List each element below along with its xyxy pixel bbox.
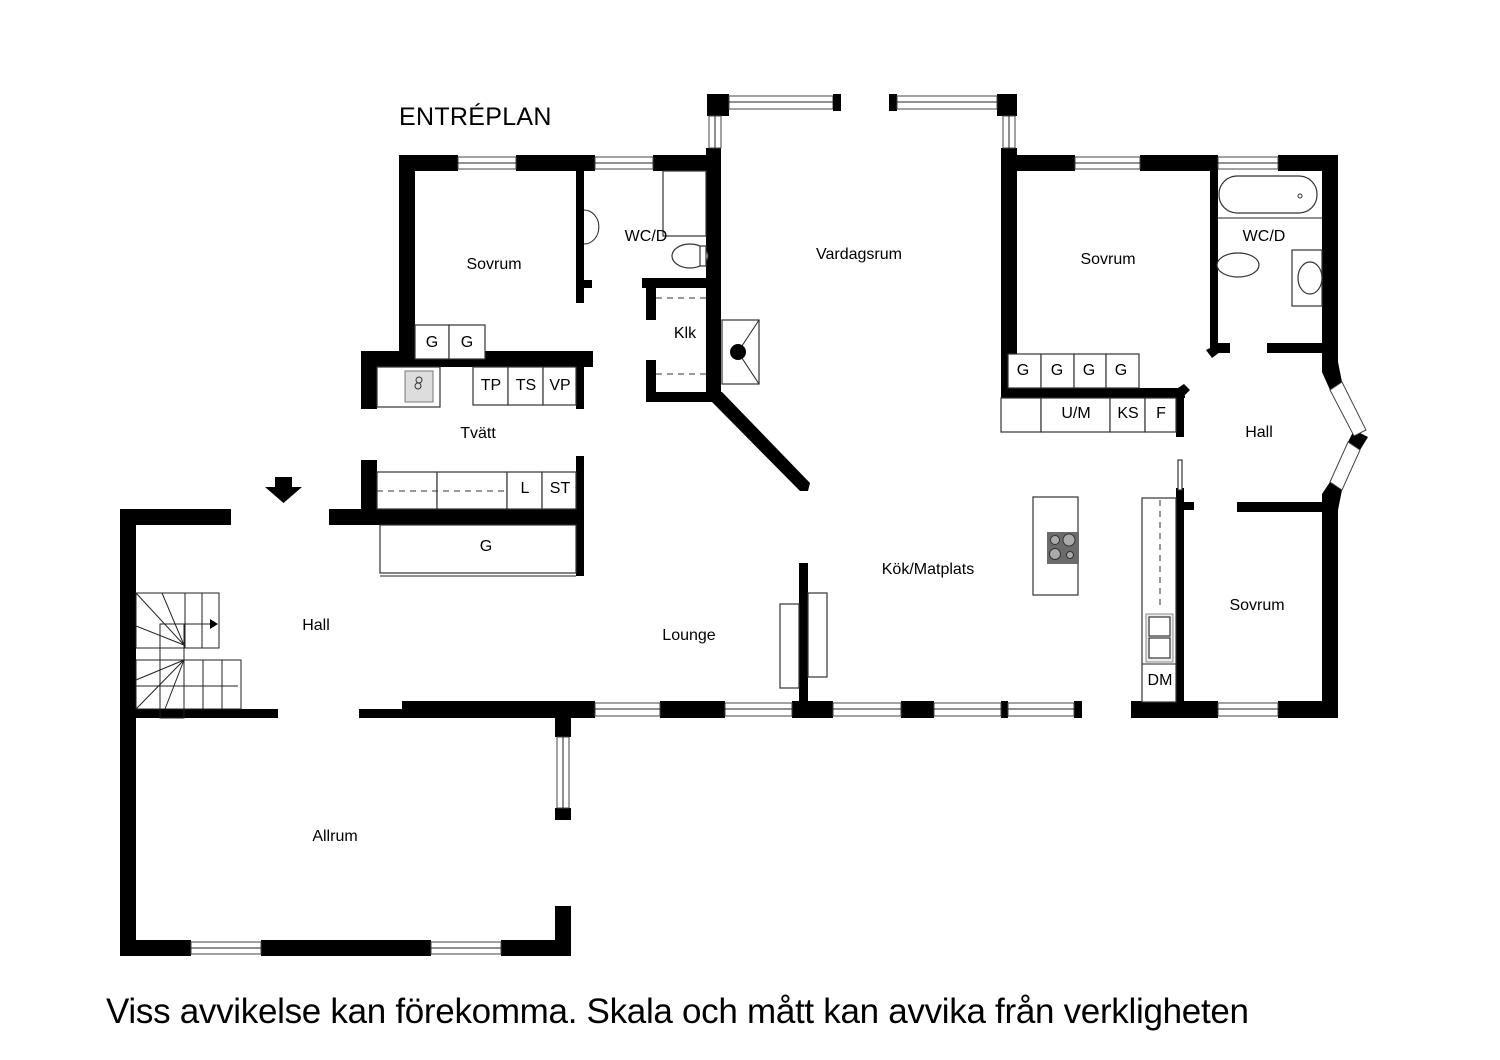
- wardrobe-label: G: [1082, 362, 1096, 379]
- staircase-icon: [135, 592, 242, 719]
- windows: [190, 94, 1367, 955]
- wardrobe-label: G: [1114, 362, 1128, 379]
- room-label-vardagsrum: Vardagsrum: [816, 246, 902, 263]
- fixture-label-l: L: [520, 480, 530, 497]
- room-label-tvatt: Tvätt: [460, 425, 496, 442]
- fixture-label-ts: TS: [515, 377, 537, 394]
- wardrobe-label: G: [460, 334, 474, 351]
- wardrobe-label: G: [1050, 362, 1064, 379]
- fixture-label-tp: TP: [480, 377, 502, 394]
- room-label-klk: Klk: [673, 325, 697, 342]
- room-label-sovrum-nw: Sovrum: [466, 256, 522, 273]
- wardrobe-label: G: [479, 538, 493, 555]
- wardrobe-label: G: [425, 334, 439, 351]
- room-label-hall-east: Hall: [1245, 424, 1273, 441]
- room-label-wcd-west: WC/D: [624, 228, 668, 245]
- room-label-lounge: Lounge: [662, 627, 716, 644]
- fireplace-icon: [730, 344, 746, 360]
- fixture-label-f: F: [1156, 405, 1166, 422]
- fixture-label-ks: KS: [1117, 405, 1139, 422]
- fixture-label-vp: VP: [549, 377, 571, 394]
- room-label-sovrum-se: Sovrum: [1229, 597, 1285, 614]
- room-label-wcd-east: WC/D: [1242, 228, 1286, 245]
- fixture-label-um: U/M: [1061, 405, 1091, 422]
- wardrobe-label: G: [1016, 362, 1030, 379]
- fixture-label-st: ST: [549, 480, 571, 497]
- entrance-arrow-icon: [265, 477, 302, 503]
- fixture-label-dm: DM: [1147, 672, 1173, 689]
- room-label-allrum: Allrum: [312, 828, 358, 845]
- disclaimer-text: Viss avvikelse kan förekomma. Skala och …: [106, 992, 1249, 1031]
- fixtures: [135, 170, 1323, 719]
- room-label-kok-matplats: Kök/Matplats: [881, 561, 975, 578]
- cooktop-icon: [1047, 532, 1079, 564]
- plan-title: ENTRÉPLAN: [399, 103, 552, 131]
- room-label-hall-west: Hall: [302, 617, 330, 634]
- walls: [120, 94, 1368, 956]
- room-label-sovrum-ne: Sovrum: [1080, 251, 1136, 268]
